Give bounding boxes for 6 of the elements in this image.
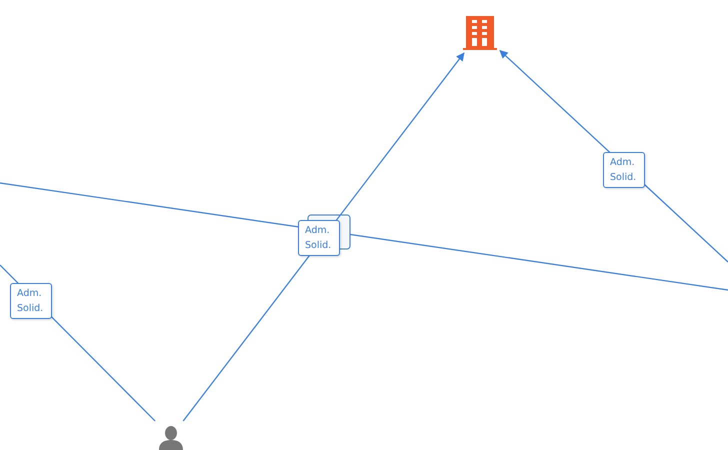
edge-label: Adm. Solid. xyxy=(603,152,645,188)
edge-label: Adm. Solid. xyxy=(298,220,340,256)
person-icon xyxy=(156,424,186,450)
edge-label: Adm. Solid. xyxy=(10,283,52,319)
connector xyxy=(182,52,464,422)
building-icon xyxy=(463,14,497,50)
